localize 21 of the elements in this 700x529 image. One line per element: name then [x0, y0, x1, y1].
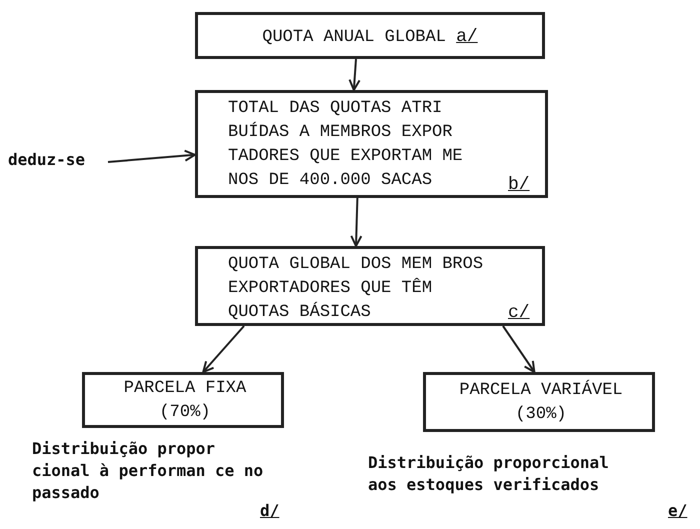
arrow: [202, 325, 245, 373]
arrow: [350, 198, 362, 247]
footnote-mark: c/: [508, 303, 530, 323]
process-box: [82, 372, 284, 428]
arrow: [348, 58, 361, 91]
box-text: PARCELA VARIÁVEL (30%): [458, 379, 624, 426]
note-text: Distribuição proporcional aos estoques verificados: [368, 452, 610, 496]
process-box: [423, 372, 655, 432]
process-box: [195, 12, 545, 59]
footnote-mark: e/: [668, 500, 688, 522]
arrow: [502, 325, 536, 373]
footnote-mark: a/: [456, 27, 478, 47]
process-box: [195, 246, 545, 326]
annotation-text: deduz-se: [8, 150, 108, 174]
arrow: [108, 150, 196, 163]
box-text: TOTAL DAS QUOTAS ATRI BUÍDAS A MEMBROS EXPOR TADORES QUE EXPORTAM ME NOS DE 400.000 SACAS: [228, 98, 464, 192]
box-text: QUOTA GLOBAL DOS MEM BROS EXPORTADORES QUE TÊM QUOTAS BÁSICAS: [228, 254, 484, 324]
footnote-mark: b/: [508, 175, 530, 195]
process-box: [195, 90, 548, 198]
box-text: PARCELA FIXA (70%): [122, 378, 248, 424]
box-text: QUOTA ANUAL GLOBAL: [262, 28, 446, 47]
